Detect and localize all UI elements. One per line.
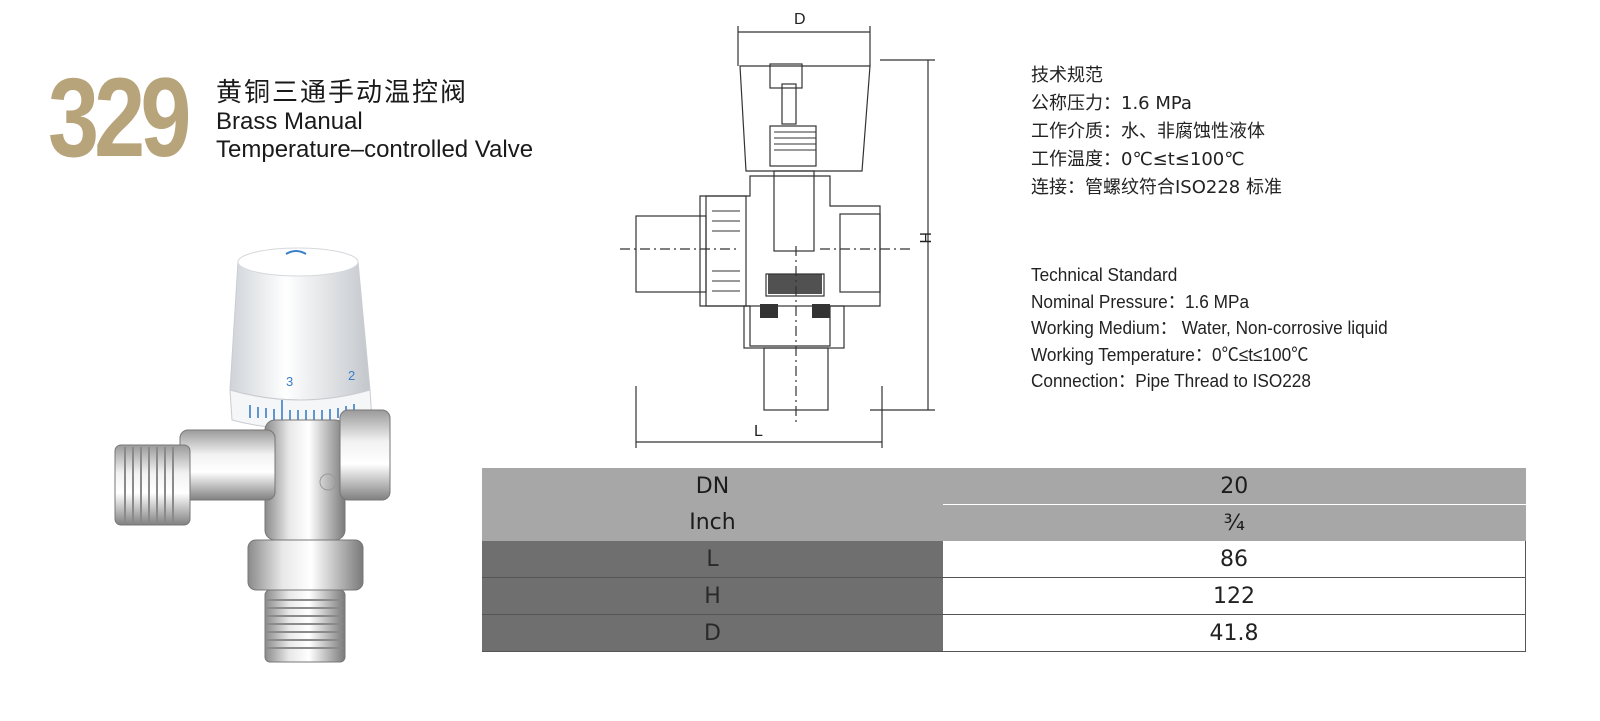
dimension-table: DN 20 Inch ¾ L 86 H 122 D 41.8 xyxy=(482,468,1526,652)
dimension-label-h: H xyxy=(916,232,933,244)
spec-en-temperature: Working Temperature：0℃≤t≤100℃ xyxy=(1031,343,1309,365)
table-value-d: 41.8 xyxy=(943,614,1526,652)
table-value-inch: ¾ xyxy=(943,504,1526,541)
specs-english: Technical Standard Nominal Pressure：1.6 … xyxy=(1031,262,1388,395)
spec-cn-pressure: 公称压力：1.6 MPa xyxy=(1031,93,1192,114)
table-label-inch: Inch xyxy=(482,504,943,541)
table-value-h: 122 xyxy=(943,577,1526,615)
spec-en-connection: Connection：Pipe Thread to ISO228 xyxy=(1031,370,1311,391)
dimension-label-d: D xyxy=(794,11,806,28)
title-chinese: 黄铜三通手动温控阀 xyxy=(216,78,469,108)
spec-en-medium: Working Medium： Water, Non-corrosive liq… xyxy=(1031,317,1388,338)
dial-number-3: 3 xyxy=(286,374,293,389)
table-value-dn: 20 xyxy=(943,468,1526,505)
title-block: 黄铜三通手动温控阀 Brass Manual Temperature–contr… xyxy=(216,78,533,164)
table-row: D 41.8 xyxy=(482,614,1526,652)
dimension-label-l: L xyxy=(754,423,763,440)
table-row: DN 20 xyxy=(482,468,1526,505)
table-value-l: 86 xyxy=(943,541,1526,578)
valve-cross-section-drawing: D H L xyxy=(620,11,935,448)
table-label-l: L xyxy=(482,541,943,578)
spec-cn-title: 技术规范 xyxy=(1031,65,1103,86)
spec-cn-connection: 连接：管螺纹符合ISO228 标准 xyxy=(1031,177,1282,198)
table-row: Inch ¾ xyxy=(482,504,1526,541)
title-english-line-1: Brass Manual xyxy=(216,108,363,135)
spec-cn-medium: 工作介质：水、非腐蚀性液体 xyxy=(1031,121,1265,142)
valve-product-photo: 3 2 xyxy=(114,247,391,663)
spec-en-pressure: Nominal Pressure：1.6 MPa xyxy=(1031,290,1250,312)
dial-number-2: 2 xyxy=(348,368,355,383)
table-label-d: D xyxy=(482,614,943,652)
table-label-dn: DN xyxy=(482,468,943,505)
specs-chinese: 技术规范 公称压力：1.6 MPa 工作介质：水、非腐蚀性液体 工作温度：0℃≤… xyxy=(1031,62,1282,202)
spec-cn-temperature: 工作温度：0℃≤t≤100℃ xyxy=(1031,149,1245,170)
model-number: 329 xyxy=(48,55,191,180)
table-label-h: H xyxy=(482,577,943,615)
title-english-line-2: Temperature–controlled Valve xyxy=(216,136,534,163)
table-row: H 122 xyxy=(482,577,1526,615)
spec-en-title: Technical Standard xyxy=(1031,264,1178,285)
table-row: L 86 xyxy=(482,541,1526,578)
